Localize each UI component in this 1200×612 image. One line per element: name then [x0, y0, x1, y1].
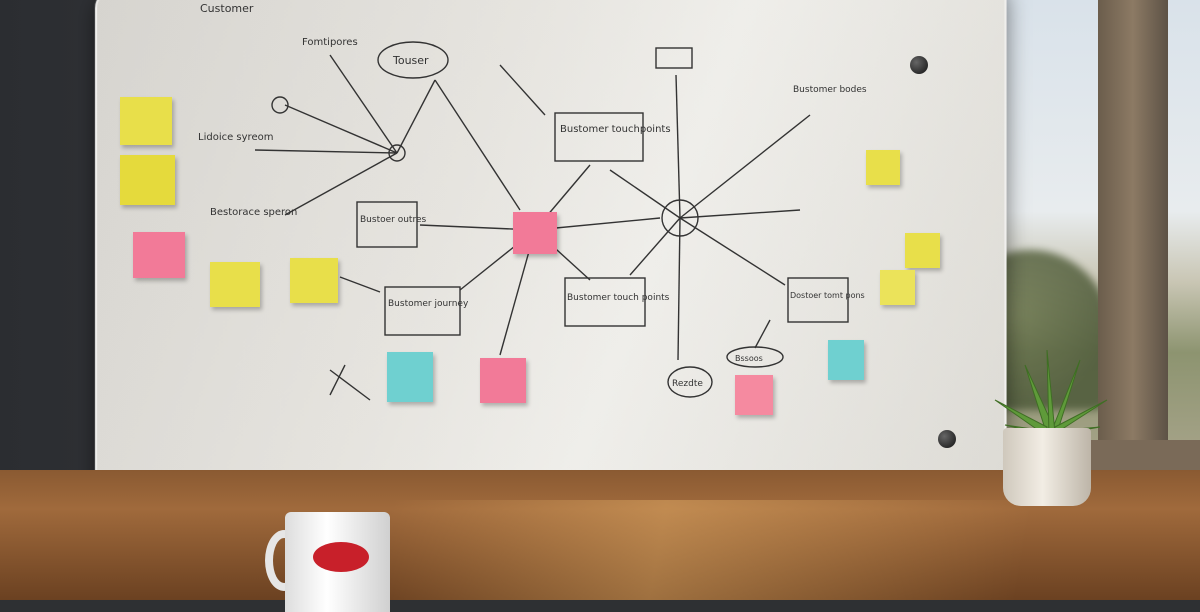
plant-pot — [1003, 428, 1091, 506]
label-right-mid: Dostoer tomt pons — [790, 291, 865, 300]
sunlight — [300, 500, 1200, 600]
board-bolt — [938, 430, 956, 448]
sticky-note-cyan — [828, 340, 864, 380]
label-node: Touser — [392, 54, 429, 67]
sticky-note-yellow — [210, 262, 260, 307]
label-journey: Bustomer journey — [388, 299, 469, 309]
sticky-note-yellow — [905, 233, 940, 268]
label-bottom-mid: Bssoos — [735, 354, 763, 363]
sticky-note-yellow — [880, 270, 915, 305]
label-left-system: Lidoice syreom — [198, 132, 273, 143]
sticky-note-yellow — [120, 97, 172, 145]
succulent-plant — [985, 345, 1115, 440]
sticky-note-pink — [735, 375, 773, 415]
sticky-note-yellow — [290, 258, 338, 303]
board-bolt — [910, 56, 928, 74]
lips-print — [313, 542, 369, 572]
sticky-note-cyan — [387, 352, 433, 402]
label-features: Fomtipores — [302, 37, 358, 48]
label-top-title: Customer — [200, 2, 254, 15]
sticky-note-pink — [513, 212, 557, 254]
label-response: Bestorace speron — [210, 207, 297, 218]
label-right-top: Bustomer bodes — [793, 85, 867, 95]
sticky-note-yellow — [120, 155, 175, 205]
sticky-note-pink — [480, 358, 526, 403]
label-touchpoints-top: Bustomer touchpoints — [560, 124, 671, 135]
label-outcomes: Bustoer outres — [360, 215, 426, 225]
sticky-note-pink — [133, 232, 185, 278]
label-bottom-right: Rezdte — [672, 379, 703, 389]
label-touchpoints-mid: Bustomer touch points — [567, 293, 670, 303]
sticky-note-yellow — [866, 150, 900, 185]
